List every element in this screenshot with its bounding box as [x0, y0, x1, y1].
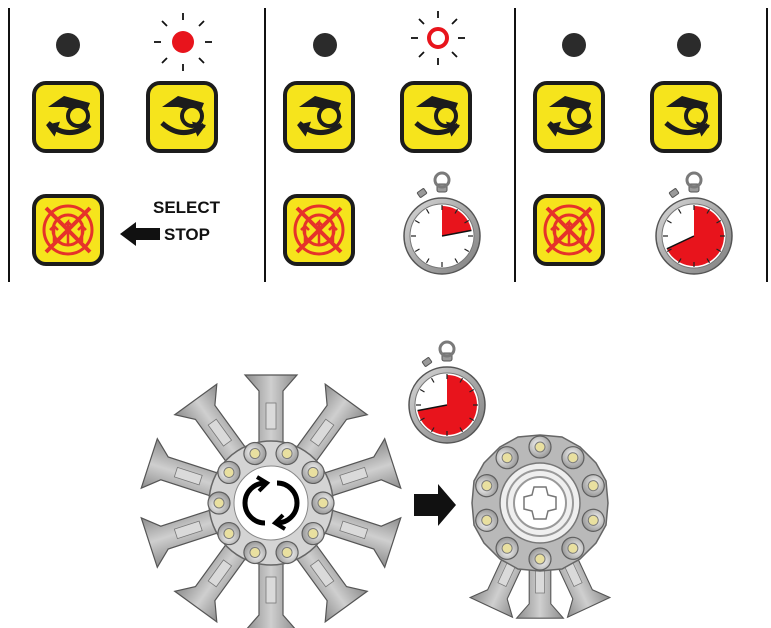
- rotate-left-button[interactable]: [34, 83, 102, 151]
- select-stop-label-line1: SELECT: [153, 198, 221, 217]
- status-led-off: [56, 33, 80, 57]
- stopwatch-icon: [404, 173, 480, 274]
- rotate-left-button[interactable]: [285, 83, 353, 151]
- panel-3: [535, 33, 732, 274]
- rotating-tool-magazine: [141, 375, 401, 628]
- stopped-tool-magazine: [470, 435, 610, 618]
- rotate-left-button[interactable]: [535, 83, 603, 151]
- rotate-right-button[interactable]: [652, 83, 720, 151]
- select-stop-pointer-arrow: [120, 222, 160, 246]
- stopwatch-icon: [656, 173, 732, 274]
- status-led-off: [677, 33, 701, 57]
- status-led-red-on: [154, 13, 212, 71]
- rotate-right-button[interactable]: [148, 83, 216, 151]
- stop-button[interactable]: [285, 196, 353, 264]
- select-stop-label-line2: STOP: [164, 225, 210, 244]
- stopwatch-icon: [409, 342, 485, 443]
- panel-2: [285, 11, 480, 274]
- transition-arrow: [414, 484, 456, 526]
- status-led-off: [313, 33, 337, 57]
- rotate-right-button[interactable]: [402, 83, 470, 151]
- stop-button[interactable]: [535, 196, 603, 264]
- status-led-red-blinking: [411, 11, 465, 65]
- status-led-off: [562, 33, 586, 57]
- stop-button[interactable]: [34, 196, 102, 264]
- panel-1: SELECT STOP: [34, 13, 221, 264]
